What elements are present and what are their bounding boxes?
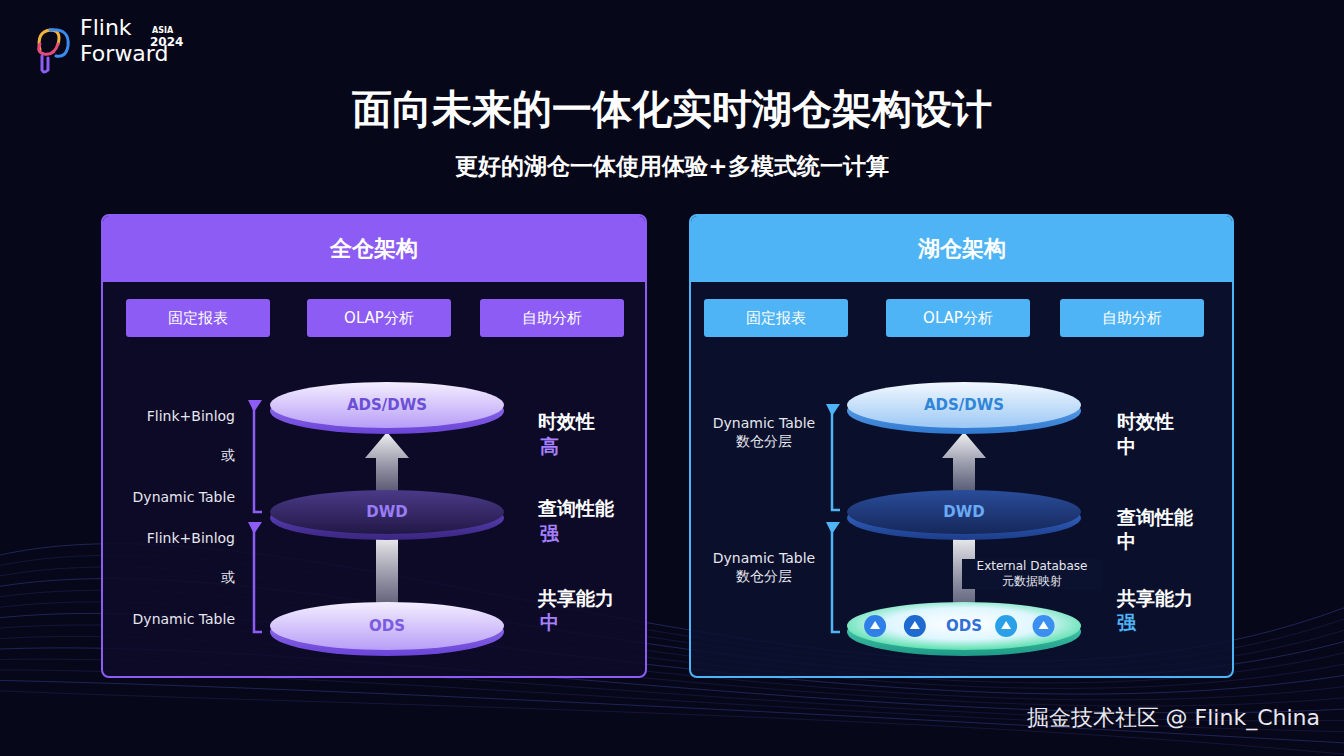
- button-label: OLAP分析: [923, 309, 993, 328]
- logo-icon: [39, 30, 69, 72]
- flow-arrow: [942, 432, 986, 498]
- annotation: 查询性能: [538, 497, 614, 521]
- layer-label: ODS: [946, 617, 982, 635]
- logo-text: 2024: [150, 35, 183, 50]
- button-label: 自助分析: [1102, 309, 1162, 328]
- source-icon: [995, 615, 1017, 637]
- button-label: 固定报表: [746, 309, 806, 328]
- annotation: Dynamic Table 数仓分层: [699, 415, 829, 450]
- source-icon-glyph: [1039, 621, 1049, 629]
- layer-label: DWD: [366, 503, 407, 521]
- panel-heading: 全仓架构: [103, 216, 645, 282]
- logo-text: Flink: [80, 14, 132, 42]
- annotation: 共享能力: [538, 587, 614, 611]
- app-button: 自助分析: [1060, 299, 1204, 337]
- app-button: 自助分析: [480, 299, 624, 337]
- source-icon-glyph: [1001, 621, 1011, 629]
- bracket-tip: [826, 404, 840, 534]
- annotation: 或: [221, 569, 235, 587]
- button-label: OLAP分析: [344, 309, 414, 328]
- app-button: OLAP分析: [886, 299, 1030, 337]
- layer-label: ODS: [369, 617, 405, 635]
- source-icon-glyph: [870, 621, 880, 629]
- layer-disk: ODS: [270, 602, 504, 650]
- layer-disk: ADS/DWS: [270, 382, 504, 428]
- layer-label: DWD: [943, 503, 984, 521]
- annotation: Flink+Binlog: [147, 530, 235, 548]
- annotation: Dynamic Table: [133, 489, 235, 507]
- annotation: 中: [1117, 530, 1136, 554]
- wave-line: [0, 670, 1344, 732]
- layer-disk: ODS: [847, 602, 1081, 650]
- annotation: Flink+Binlog: [147, 408, 235, 426]
- layer-label: ADS/DWS: [924, 396, 1004, 414]
- annotation: 强: [1117, 611, 1136, 635]
- annotation: 强: [540, 522, 559, 546]
- app-button: 固定报表: [704, 299, 848, 337]
- source-icon: [904, 615, 926, 637]
- panel-ground: [689, 214, 1234, 678]
- annotation: 时效性: [538, 410, 595, 434]
- button-label: 固定报表: [168, 309, 228, 328]
- bracket: [832, 410, 840, 632]
- annotation: 时效性: [1117, 410, 1174, 434]
- source-icon-glyph: [910, 621, 920, 629]
- title: 面向未来的一体化实时湖仓架构设计: [352, 84, 992, 134]
- flow-arrow: [365, 432, 409, 498]
- layer-disk: ADS/DWS: [847, 382, 1081, 428]
- annotation: 高: [540, 435, 559, 459]
- annotation: Dynamic Table: [133, 611, 235, 629]
- source-icon: [864, 615, 886, 637]
- wave-line: [0, 690, 1344, 756]
- bracket-tip: [248, 400, 262, 534]
- panel-ground: [101, 214, 647, 678]
- logo-text: ASIA: [152, 26, 173, 36]
- layer-disk: DWD: [847, 490, 1081, 534]
- app-button: 固定报表: [126, 299, 270, 337]
- annotation: 或: [221, 447, 235, 465]
- annotation: 查询性能: [1117, 506, 1193, 530]
- panel-heading: 湖仓架构: [691, 216, 1232, 282]
- source-icon: [1033, 615, 1055, 637]
- annotation: External Database 元数据映射: [962, 559, 1102, 589]
- button-label: 自助分析: [522, 309, 582, 328]
- bracket: [254, 406, 262, 632]
- annotation: 中: [540, 611, 559, 635]
- annotation: 中: [1117, 435, 1136, 459]
- layer-label: ADS/DWS: [347, 396, 427, 414]
- watermark: 掘金技术社区 @ Flink_China: [1027, 704, 1320, 732]
- layer-disk: DWD: [270, 490, 504, 534]
- wave-line: [0, 680, 1344, 744]
- app-button: OLAP分析: [307, 299, 451, 337]
- annotation: Dynamic Table 数仓分层: [699, 550, 829, 585]
- annotation: 共享能力: [1117, 587, 1193, 611]
- subtitle: 更好的湖仓一体使用体验+多模式统一计算: [455, 152, 888, 181]
